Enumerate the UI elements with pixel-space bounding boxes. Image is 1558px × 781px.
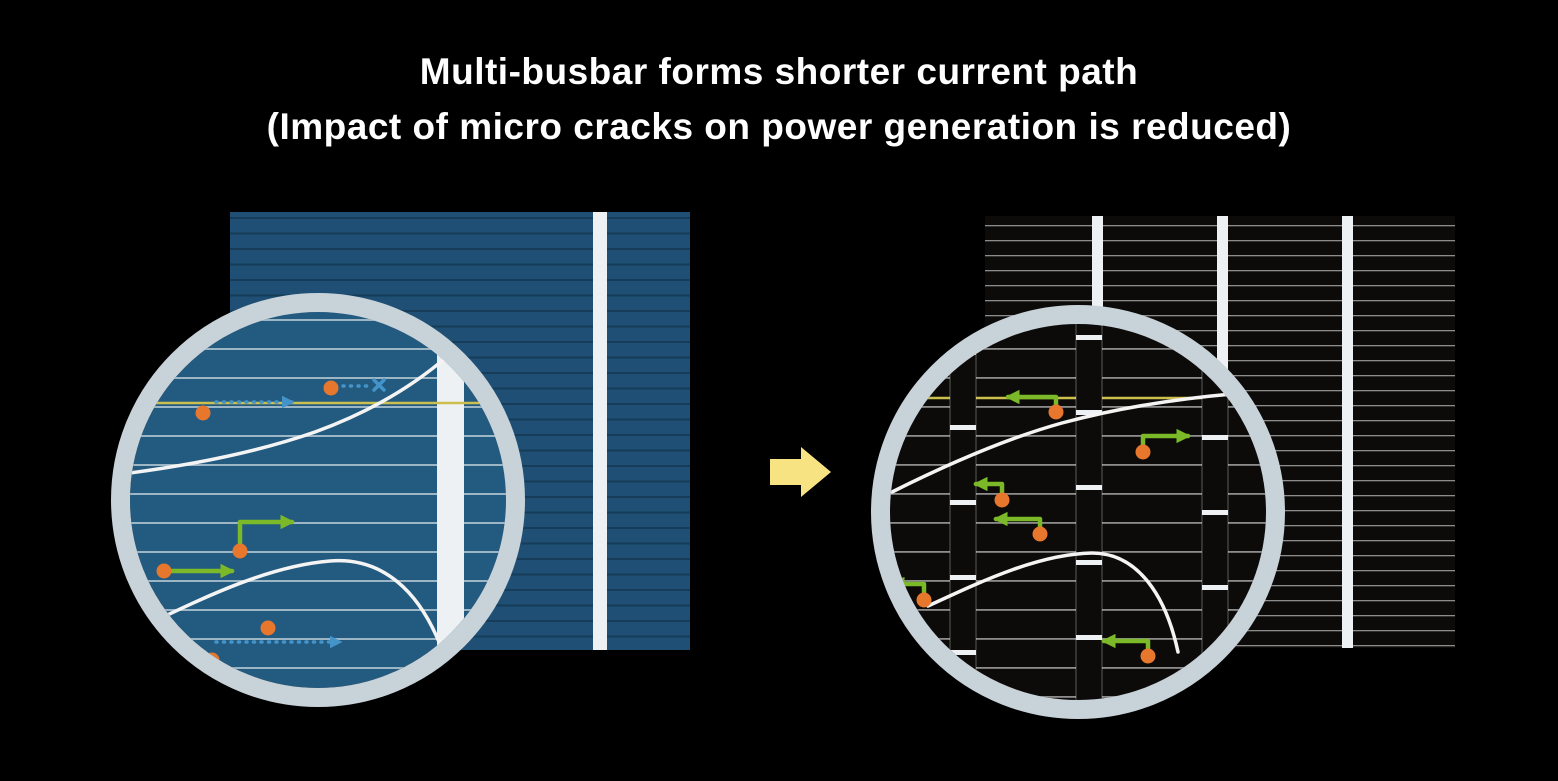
transition-arrow-icon	[770, 447, 831, 497]
diagram-title-line-1: Multi-busbar forms shorter current path	[419, 51, 1139, 92]
micro-crack-line	[926, 551, 1180, 654]
electron-dot	[232, 543, 248, 559]
micro-crack-line	[890, 392, 1234, 494]
left-conventional-cell-panel	[111, 212, 690, 707]
short-current-path-arrow	[237, 514, 295, 552]
electron-dot	[1032, 526, 1048, 542]
diagram-title-line-2: (Impact of micro cracks on power generat…	[266, 106, 1292, 147]
micro-crack-line	[138, 558, 445, 654]
electron-dot	[156, 563, 172, 579]
electron-dot	[195, 405, 211, 421]
right-magnifier-view	[890, 324, 1266, 700]
electron-dot	[994, 492, 1010, 508]
electron-dot	[1048, 404, 1064, 420]
electron-dot	[1135, 444, 1151, 460]
micro-crack-line	[130, 352, 452, 476]
electron-dot	[323, 380, 339, 396]
right-cell-busbar	[1342, 216, 1353, 648]
electron-dot	[260, 620, 276, 636]
short-current-path-arrow	[993, 511, 1043, 533]
left-magnifier-ring	[111, 293, 525, 707]
electron-dot	[916, 592, 932, 608]
magnified-busbar-column	[949, 324, 977, 700]
short-current-path-arrow	[973, 476, 1005, 499]
blocked-path-x-icon	[372, 378, 386, 392]
short-current-path-arrow	[1140, 428, 1191, 451]
magnified-busbar-column	[1075, 324, 1103, 700]
short-current-path-arrow	[1005, 389, 1059, 411]
right-multibusbar-cell-panel	[871, 216, 1455, 719]
electron-dot	[1140, 648, 1156, 664]
diagram-title: Multi-busbar forms shorter current path …	[0, 44, 1558, 154]
left-cell-busbar	[593, 212, 607, 650]
right-magnifier-ring	[871, 305, 1285, 719]
left-magnifier-view	[130, 312, 506, 688]
short-current-path-arrow	[1101, 633, 1151, 655]
